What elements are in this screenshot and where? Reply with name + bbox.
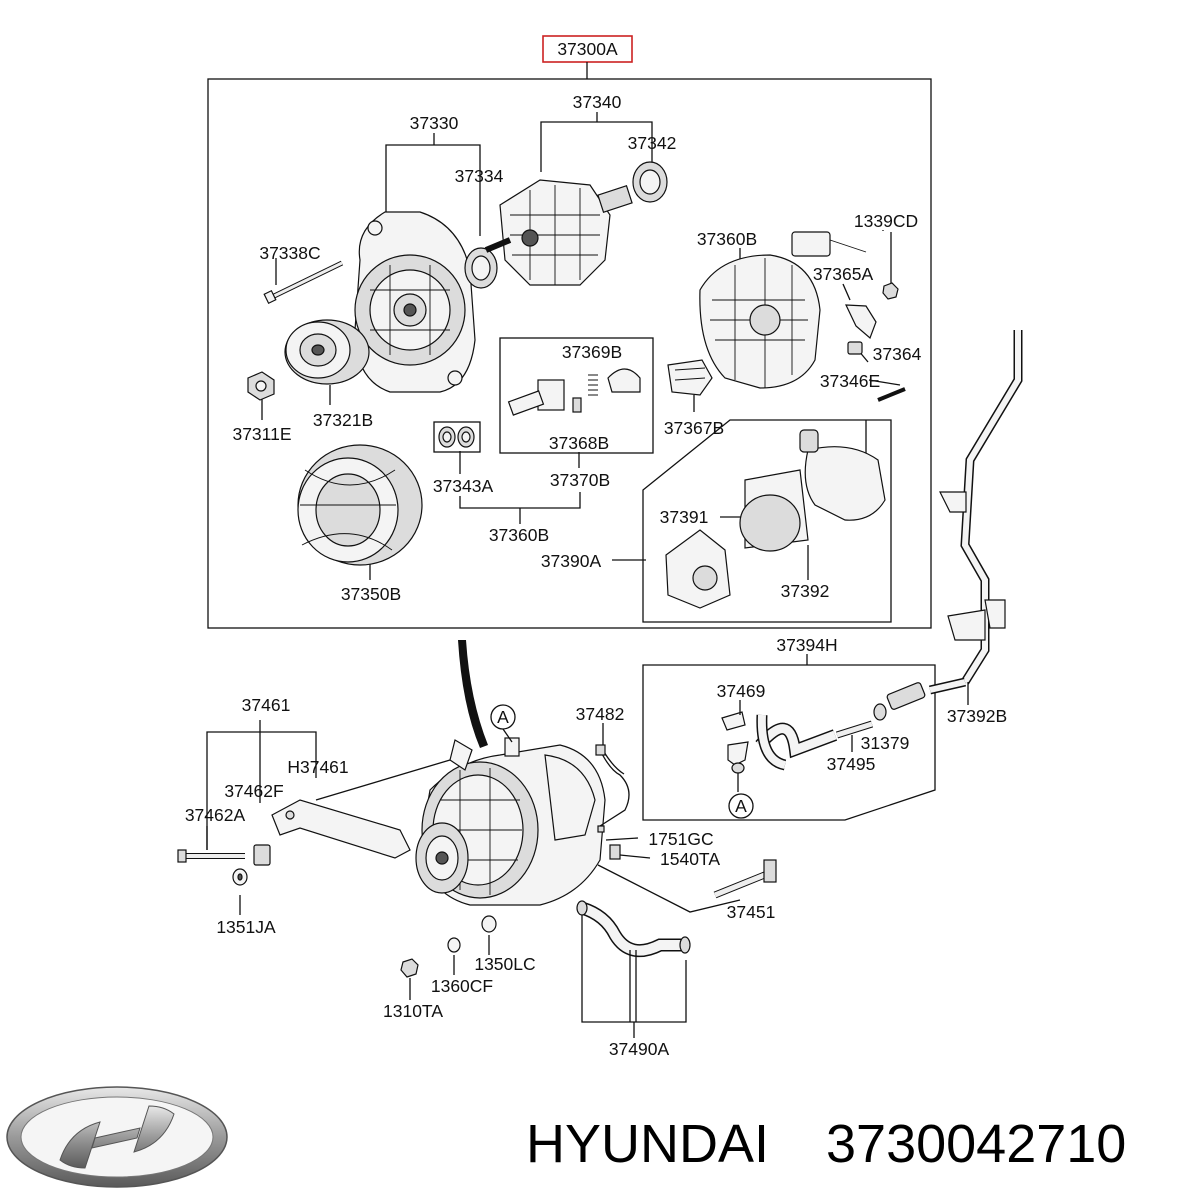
nut-37311e xyxy=(247,371,275,401)
label-H37461[interactable]: H37461 xyxy=(287,757,348,777)
bolt-37338c xyxy=(263,260,344,305)
label-1751GC[interactable]: 1751GC xyxy=(648,829,713,849)
brush-holder-parts xyxy=(507,368,641,416)
label-37462F[interactable]: 37462F xyxy=(224,781,283,801)
label-1339CD[interactable]: 1339CD xyxy=(854,211,918,231)
bracket-h37461 xyxy=(271,799,411,859)
label-1540TA[interactable]: 1540TA xyxy=(660,849,720,869)
bearing-37334 xyxy=(464,247,498,289)
label-37342[interactable]: 37342 xyxy=(628,133,677,153)
label-37451[interactable]: 37451 xyxy=(727,902,776,922)
label-37343A[interactable]: 37343A xyxy=(433,476,494,496)
label-37364[interactable]: 37364 xyxy=(873,344,922,364)
label-37390A[interactable]: 37390A xyxy=(541,551,602,571)
seals-37343a xyxy=(438,426,475,448)
label-37482[interactable]: 37482 xyxy=(576,704,625,724)
label-37365A[interactable]: 37365A xyxy=(813,264,874,284)
catalog-number: 3730042710 xyxy=(826,1114,1126,1174)
alternator-assembly xyxy=(415,737,606,906)
rear-housing-37360b xyxy=(699,254,821,389)
stator-37350b xyxy=(297,444,423,566)
main-assembly-frame xyxy=(207,78,932,629)
label-37469[interactable]: 37469 xyxy=(717,681,766,701)
label-37391[interactable]: 37391 xyxy=(660,507,709,527)
label-37360B-bottom[interactable]: 37360B xyxy=(489,525,549,545)
pipe-37392b xyxy=(928,330,1023,695)
brand-name: HYUNDAI xyxy=(526,1114,769,1174)
vacuum-hose-parts xyxy=(721,682,926,774)
label-37392B[interactable]: 37392B xyxy=(947,706,1007,726)
label-37300A[interactable]: 37300A xyxy=(557,39,618,59)
label-37346E[interactable]: 37346E xyxy=(820,371,880,391)
label-37394H[interactable]: 37394H xyxy=(776,635,837,655)
rotor-37340 xyxy=(484,179,633,286)
label-37461[interactable]: 37461 xyxy=(242,695,291,715)
rectifier-37367b xyxy=(667,359,713,396)
label-37321B[interactable]: 37321B xyxy=(313,410,373,430)
label-37495[interactable]: 37495 xyxy=(827,754,876,774)
terminal-37365a xyxy=(845,304,877,340)
label-37392[interactable]: 37392 xyxy=(781,581,830,601)
label-37330[interactable]: 37330 xyxy=(410,113,459,133)
label-37462A[interactable]: 37462A xyxy=(185,805,246,825)
label-37367B[interactable]: 37367B xyxy=(664,418,724,438)
connector-1339cd xyxy=(791,231,867,257)
label-37334[interactable]: 37334 xyxy=(455,166,504,186)
bearing-37342 xyxy=(632,161,668,203)
label-37350B[interactable]: 37350B xyxy=(341,584,401,604)
label-37490A[interactable]: 37490A xyxy=(609,1039,670,1059)
pulley-37321b xyxy=(284,319,370,385)
front-housing-37330 xyxy=(354,211,476,393)
vacuum-pump-parts xyxy=(665,429,886,609)
label-37368B[interactable]: 37368B xyxy=(549,433,609,453)
label-37360B-top[interactable]: 37360B xyxy=(697,229,757,249)
label-37340[interactable]: 37340 xyxy=(573,92,622,112)
label-1350LC[interactable]: 1350LC xyxy=(474,954,535,974)
label-1310TA[interactable]: 1310TA xyxy=(383,1001,443,1021)
label-31379[interactable]: 31379 xyxy=(861,733,910,753)
label-37370B[interactable]: 37370B xyxy=(550,470,610,490)
label-37311E[interactable]: 37311E xyxy=(232,424,291,444)
label-37338C[interactable]: 37338C xyxy=(259,243,320,263)
part-labels: 37340 37330 37342 37334 1339CD 37360B 37… xyxy=(185,92,1007,1059)
label-1351JA[interactable]: 1351JA xyxy=(216,917,276,937)
label-1360CF[interactable]: 1360CF xyxy=(431,976,493,996)
ref-a-1-text: A xyxy=(497,707,509,727)
reference-circle-a-2 xyxy=(728,793,754,819)
assembly-arrow xyxy=(458,640,488,748)
ref-a-2-text: A xyxy=(735,796,747,816)
label-37369B[interactable]: 37369B xyxy=(562,342,622,362)
hyundai-logo-icon xyxy=(6,1086,228,1188)
